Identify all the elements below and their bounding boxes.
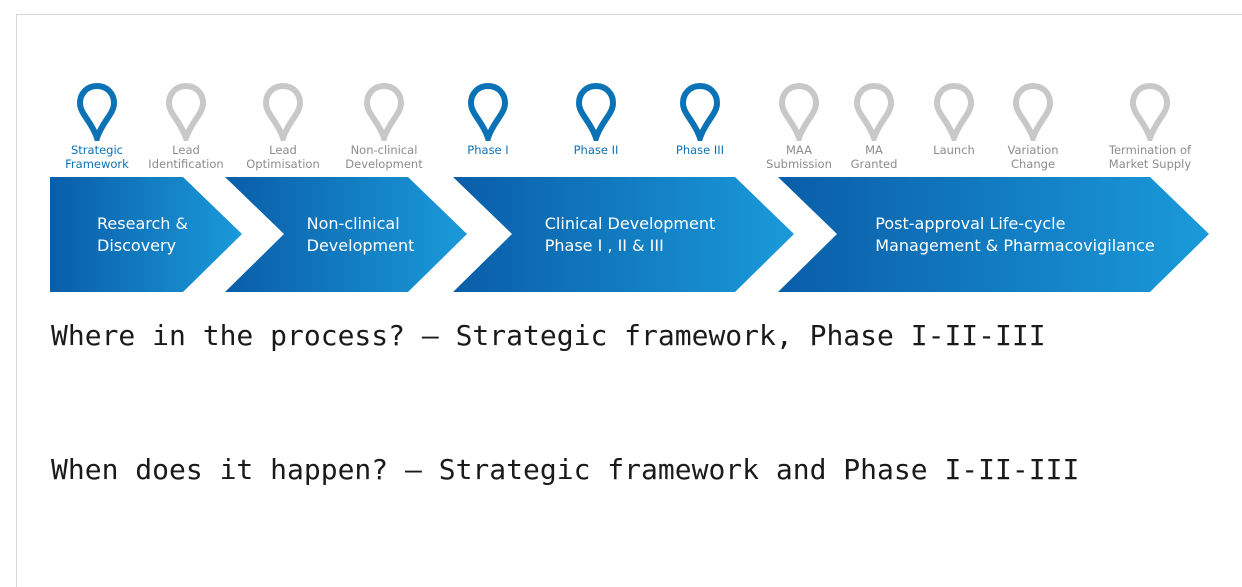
- map-pin-icon: [576, 83, 616, 141]
- map-pin-icon: [263, 83, 303, 141]
- milestone-maa-submission: MAA Submission: [739, 83, 859, 171]
- caption-when: When does it happen? – Strategic framewo…: [51, 453, 1080, 486]
- milestone-label: MA Granted: [850, 143, 898, 171]
- milestone-phase-iii: Phase III: [640, 83, 760, 157]
- map-pin-icon: [680, 83, 720, 141]
- map-pin-icon: [468, 83, 508, 141]
- milestone-launch: Launch: [894, 83, 1014, 157]
- phase-chevron-non-clinical-development: [225, 177, 467, 292]
- milestone-label: Phase I: [467, 143, 509, 157]
- milestone-strategic-framework: Strategic Framework: [37, 83, 157, 171]
- map-pin-icon: [364, 83, 404, 141]
- map-pin-icon: [779, 83, 819, 141]
- phase-chevron-research-discovery: [50, 177, 242, 292]
- caption-where: Where in the process? – Strategic framew…: [51, 319, 1046, 352]
- milestone-label: Lead Identification: [148, 143, 224, 171]
- milestone-label: MAA Submission: [766, 143, 832, 171]
- map-pin-icon: [854, 83, 894, 141]
- milestone-phase-i: Phase I: [428, 83, 548, 157]
- milestone-ma-granted: MA Granted: [814, 83, 934, 171]
- map-pin-icon: [1130, 83, 1170, 141]
- map-pin-icon: [1013, 83, 1053, 141]
- milestone-label: Variation Change: [1007, 143, 1059, 171]
- slide-frame: [16, 14, 1242, 587]
- milestone-label: Non-clinical Development: [345, 143, 423, 171]
- milestone-phase-ii: Phase II: [536, 83, 656, 157]
- milestone-lead-optimisation: Lead Optimisation: [223, 83, 343, 171]
- phase-chevron-clinical-development: [453, 177, 794, 292]
- milestone-variation-change: Variation Change: [973, 83, 1093, 171]
- milestone-termination-of-market-supply: Termination of Market Supply: [1090, 83, 1210, 171]
- phase-chevron-post-approval: [778, 177, 1209, 292]
- milestone-label: Lead Optimisation: [246, 143, 320, 171]
- milestone-label: Strategic Framework: [65, 143, 129, 171]
- milestone-label: Phase III: [675, 143, 725, 157]
- map-pin-icon: [934, 83, 974, 141]
- milestone-non-clinical-development: Non-clinical Development: [324, 83, 444, 171]
- milestone-label: Launch: [933, 143, 975, 157]
- map-pin-icon: [77, 83, 117, 141]
- milestone-label: Phase II: [573, 143, 619, 157]
- map-pin-icon: [166, 83, 206, 141]
- milestone-label: Termination of Market Supply: [1108, 143, 1192, 171]
- milestone-lead-identification: Lead Identification: [126, 83, 246, 171]
